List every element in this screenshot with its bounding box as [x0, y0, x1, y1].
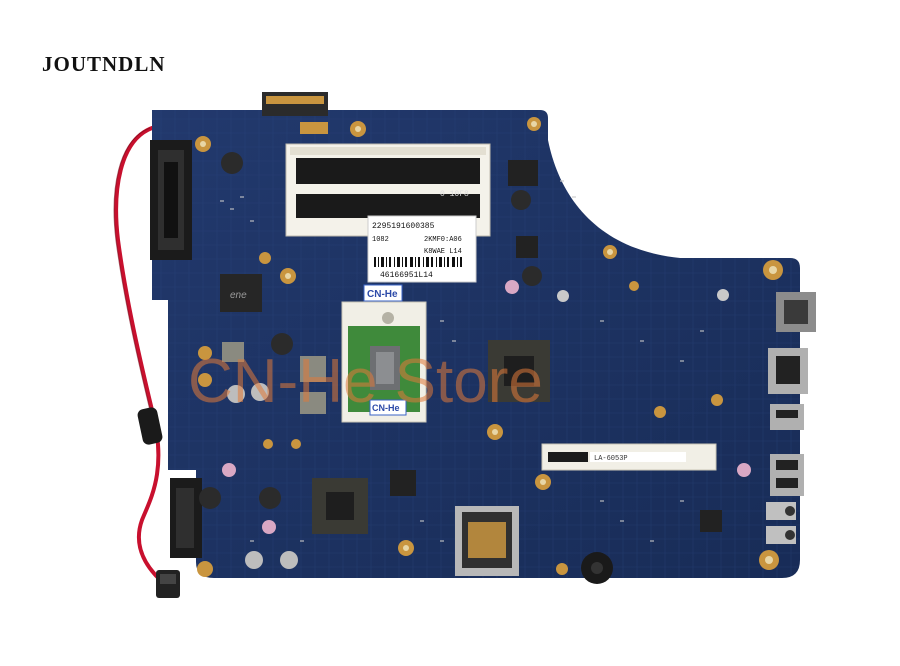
slot-sticker-text: LA-6053P — [594, 455, 628, 463]
store-watermark: CN-He Store — [188, 347, 543, 416]
battery-connector — [262, 92, 328, 134]
sticker-line-1: 2295191600385 — [372, 222, 435, 231]
brand-logo-text: JOUTNDLN — [42, 52, 166, 76]
inductors — [222, 342, 326, 414]
usb-port-1 — [770, 404, 804, 430]
serial-sticker: 2295191600385 2KMF0:A06 1082 K8WAE L14 4… — [367, 215, 477, 283]
cpu-tag-bottom: CN-He — [369, 399, 407, 416]
barcode — [372, 256, 468, 268]
sata-connector-bottom — [170, 478, 202, 558]
ferrite-bead — [137, 407, 163, 445]
cpu-tag-bottom-text: CN-He — [372, 403, 400, 413]
sticker-line-2: 2KMF0:A06 — [424, 236, 462, 244]
sticker-line-5: 46166951L14 — [380, 271, 433, 280]
vga-port — [776, 292, 816, 332]
dc-jack — [156, 570, 180, 598]
sticker-line-3: 1082 — [372, 236, 389, 244]
power-cable — [114, 126, 168, 587]
small-chip — [516, 236, 538, 258]
southbridge-chip — [312, 478, 368, 534]
small-chip — [700, 510, 722, 532]
mounting-holes — [195, 117, 783, 577]
cpu-tag-top-text: CN-He — [367, 289, 398, 300]
small-chip — [390, 470, 416, 496]
usb-port-2 — [770, 454, 804, 496]
sd-card-reader — [455, 506, 519, 576]
ene-chip-logo: ene — [230, 290, 247, 301]
audio-jacks — [766, 502, 796, 544]
capacitors — [199, 152, 751, 569]
small-chip — [508, 160, 538, 186]
mini-pcie-slot: LA-6053P — [541, 443, 717, 471]
ene-chip: ene — [220, 274, 262, 312]
ram-silkscreen: 0 10F8 — [440, 190, 469, 199]
smd-components — [220, 180, 704, 542]
cpu-tag-top: CN-He — [363, 284, 403, 302]
sticker-line-4: K8WAE L14 — [424, 248, 462, 256]
ethernet-port — [768, 348, 808, 394]
northbridge-chip — [488, 340, 550, 402]
sata-connector-top — [150, 140, 192, 260]
